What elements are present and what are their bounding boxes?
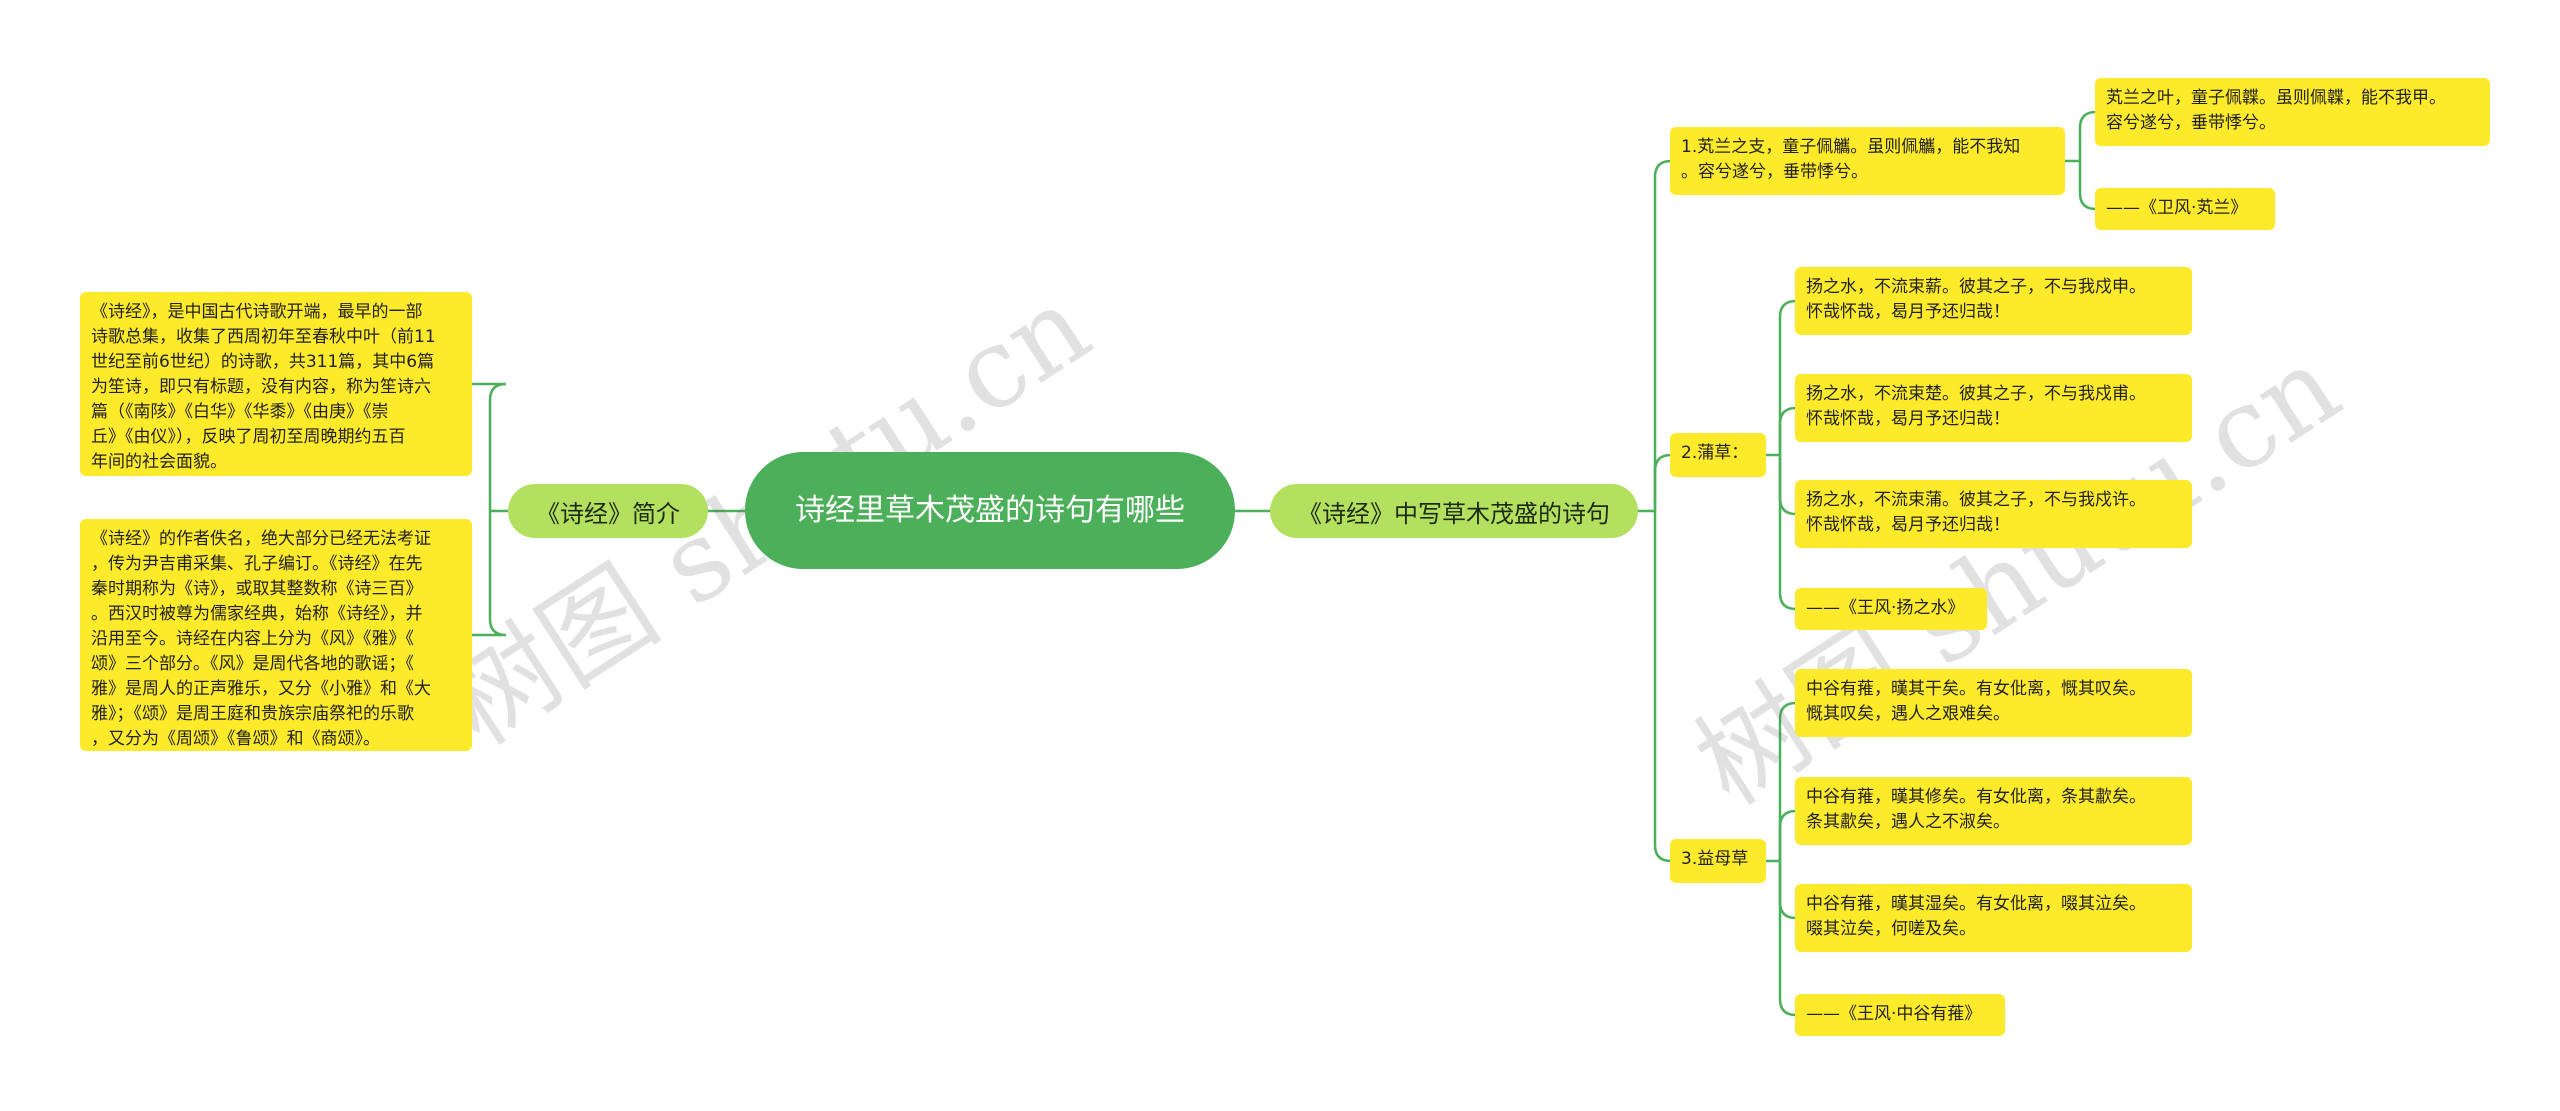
link-sub1-item-1: [2078, 161, 2097, 211]
poem-wanlan-source[interactable]: ——《卫风·芄兰》: [2095, 188, 2275, 230]
poem-wanlan-verse[interactable]: 芄兰之叶，童子佩韘。虽则佩韘，能不我甲。 容兮遂兮，垂带悸兮。: [2095, 78, 2490, 146]
root-topic-label: 诗经里草木茂盛的诗句有哪些: [795, 492, 1185, 528]
poem-yangzhishui-verse-2[interactable]: 扬之水，不流束楚。彼其之子，不与我戍甫。 怀哉怀哉，曷月予还归哉！: [1795, 374, 2192, 442]
subtopic-yimucao[interactable]: 3.益母草: [1670, 839, 1766, 883]
link-intro-note-0: [472, 382, 507, 511]
poem-yangzhishui-verse-3[interactable]: 扬之水，不流束蒲。彼其之子，不与我戍许。 怀哉怀哉，曷月予还归哉！: [1795, 480, 2192, 548]
poem-yangzhishui-verse-1[interactable]: 扬之水，不流束薪。彼其之子，不与我戍申。 怀哉怀哉，曷月予还归哉！: [1795, 267, 2192, 335]
link-sub2-item-3: [1778, 455, 1797, 611]
link-sub3-item-3: [1778, 861, 1797, 1017]
branch-poems[interactable]: 《诗经》中写草木茂盛的诗句: [1270, 484, 1638, 538]
link-subtopic-1: [1653, 453, 1672, 511]
poem-zhonggu-verse-1[interactable]: 中谷有蓷，暵其干矣。有女仳离，慨其叹矣。 慨其叹矣，遇人之艰难矣。: [1795, 669, 2192, 737]
link-intro-note-1: [472, 511, 507, 637]
intro-note-1[interactable]: 《诗经》，是中国古代诗歌开端，最早的一部 诗歌总集，收集了西周初年至春秋中叶（前…: [80, 292, 472, 476]
link-sub3-item-2: [1778, 861, 1797, 920]
subtopic-pucao[interactable]: 2.蒲草：: [1670, 433, 1766, 477]
link-sub2-item-2: [1778, 455, 1797, 516]
poem-zhonggu-verse-2[interactable]: 中谷有蓷，暵其修矣。有女仳离，条其歗矣。 条其歗矣，遇人之不淑矣。: [1795, 777, 2192, 845]
poem-yangzhishui-source[interactable]: ——《王风·扬之水》: [1795, 588, 1987, 630]
root-topic[interactable]: 诗经里草木茂盛的诗句有哪些: [745, 452, 1235, 569]
link-sub3-item-1: [1778, 809, 1797, 861]
link-subtopic-0: [1653, 159, 1672, 511]
subtopic-wanlan[interactable]: 1.芄兰之支，童子佩觿。虽则佩觿，能不我知 。容兮遂兮，垂带悸兮。: [1670, 127, 2065, 195]
link-sub2-item-0: [1778, 299, 1797, 455]
link-sub3-item-0: [1778, 701, 1797, 861]
link-sub1-item-0: [2078, 110, 2097, 161]
poem-zhonggu-verse-3[interactable]: 中谷有蓷，暵其湿矣。有女仳离，啜其泣矣。 啜其泣矣，何嗟及矣。: [1795, 884, 2192, 952]
intro-note-2[interactable]: 《诗经》的作者佚名，绝大部分已经无法考证 ，传为尹吉甫采集、孔子编订。《诗经》在…: [80, 519, 472, 751]
branch-intro[interactable]: 《诗经》简介: [508, 484, 708, 538]
link-sub2-item-1: [1778, 406, 1797, 455]
poem-zhonggu-source[interactable]: ——《王风·中谷有蓷》: [1795, 994, 2005, 1036]
link-subtopic-2: [1653, 511, 1672, 863]
